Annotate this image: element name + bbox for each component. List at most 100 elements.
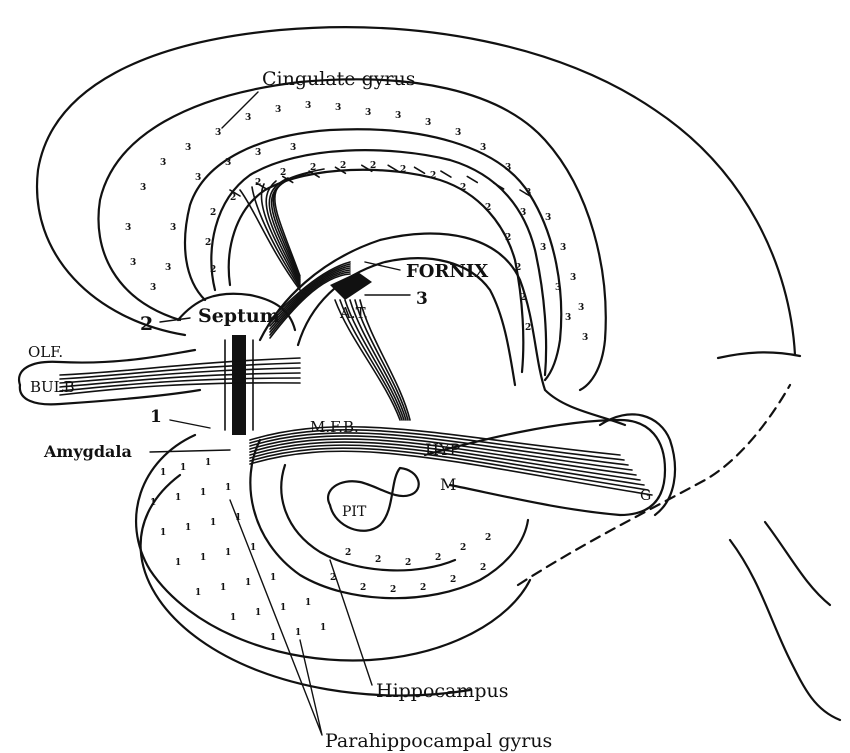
zone-marker: 1 [245, 578, 251, 588]
zone-marker: 1 [255, 608, 261, 618]
zone-marker: 3 [130, 258, 136, 268]
zone-marker: 1 [295, 628, 301, 638]
leader-one [170, 420, 210, 428]
zone-marker: 3 [455, 128, 461, 138]
zone-marker: 2 [375, 555, 381, 565]
zone-marker: 1 [250, 543, 256, 553]
temporal-outline [136, 435, 530, 660]
zone-marker: 3 [480, 143, 486, 153]
fiber-tract [494, 183, 504, 189]
label-at: A.T. [339, 304, 368, 322]
label-two: 2 [140, 313, 153, 335]
brainstem-outline [718, 352, 800, 358]
zone-marker: 3 [305, 101, 311, 111]
septal-bundle [232, 335, 246, 435]
zone-marker: 2 [430, 171, 436, 181]
brainstem-outline-2 [730, 540, 840, 720]
zone-marker: 2 [420, 583, 426, 593]
label-g: G [640, 488, 651, 504]
zone-marker: 1 [185, 523, 191, 533]
zone-marker: 1 [210, 518, 216, 528]
zone-marker: 3 [215, 128, 221, 138]
fiber-tract [467, 176, 477, 182]
zone-marker: 3 [525, 188, 531, 198]
zone-marker: 1 [180, 463, 186, 473]
zone-marker: 2 [485, 533, 491, 543]
zone-marker: 2 [370, 161, 376, 171]
label-hippocampus: Hippocampus [376, 680, 509, 702]
zone-marker: 3 [545, 213, 551, 223]
label-pit: PIT [342, 504, 367, 520]
zone-marker: 2 [405, 558, 411, 568]
zone-marker: 2 [525, 323, 531, 333]
fiber-tract [60, 358, 300, 375]
zone-marker: 3 [125, 223, 131, 233]
zone-marker: 2 [230, 193, 236, 203]
zone-marker: 3 [505, 163, 511, 173]
fiber-tract [441, 171, 451, 177]
zone-marker: 1 [230, 613, 236, 623]
zone-marker: 3 [570, 273, 576, 283]
zone-marker: 3 [290, 143, 296, 153]
zone-marker: 2 [435, 553, 441, 563]
zone-marker: 1 [220, 583, 226, 593]
zone-marker: 3 [540, 243, 546, 253]
zone-marker: 2 [280, 168, 286, 178]
zone-marker: 3 [255, 148, 261, 158]
zone-marker: 2 [460, 183, 466, 193]
zone-marker: 1 [160, 468, 166, 478]
zone-marker: 1 [320, 623, 326, 633]
zone-marker: 3 [555, 283, 561, 293]
zone-marker: 2 [310, 163, 316, 173]
zone-marker: 2 [205, 238, 211, 248]
label-cingulate-gyrus: Cingulate gyrus [262, 68, 416, 90]
zone-marker: 1 [200, 488, 206, 498]
label-one: 1 [150, 407, 162, 427]
zone-marker: 3 [195, 173, 201, 183]
zone-marker: 1 [175, 493, 181, 503]
zone-marker: 2 [210, 208, 216, 218]
zone-marker: 3 [560, 243, 566, 253]
zone-marker: 1 [195, 588, 201, 598]
zone-marker: 1 [305, 598, 311, 608]
zone-marker: 3 [185, 143, 191, 153]
zone-marker: 3 [245, 113, 251, 123]
label-hyp: HYP [425, 440, 461, 459]
zone-marker: 3 [582, 333, 588, 343]
zone-marker: 3 [170, 223, 176, 233]
zone-marker: 1 [205, 458, 211, 468]
zone-marker: 3 [275, 105, 281, 115]
zone-marker: 3 [520, 208, 526, 218]
zone-marker: 2 [460, 543, 466, 553]
zone-marker: 1 [225, 548, 231, 558]
zone-marker: 2 [255, 178, 261, 188]
zone-marker: 2 [360, 583, 366, 593]
zone-marker: 3 [165, 263, 171, 273]
zone-marker: 3 [425, 118, 431, 128]
zone-marker: 2 [480, 563, 486, 573]
zone-marker: 3 [140, 183, 146, 193]
hippocampal-inner [281, 465, 455, 570]
zone-marker: 2 [485, 203, 491, 213]
zone-marker: 1 [270, 633, 276, 643]
label-parahippocampal-gyrus: Parahippocampal gyrus [325, 730, 552, 752]
leader-hippocampus [330, 560, 372, 685]
zone-marker: 3 [225, 158, 231, 168]
label-amygdala: Amygdala [43, 442, 132, 461]
pituitary [328, 468, 419, 531]
zone-marker: 2 [505, 233, 511, 243]
leader-cingulate [222, 92, 258, 128]
zone-marker: 1 [270, 573, 276, 583]
zone-marker: 1 [280, 603, 286, 613]
zone-marker: 2 [450, 575, 456, 585]
zone-marker: 1 [200, 553, 206, 563]
label-fornix: FORNIX [406, 261, 488, 282]
zone-marker: 2 [210, 265, 216, 275]
label-septum: Septum [198, 305, 280, 327]
zone-marker: 1 [150, 498, 156, 508]
fiber-tract [415, 167, 425, 173]
zone-marker: 2 [400, 165, 406, 175]
zone-marker: 2 [340, 161, 346, 171]
